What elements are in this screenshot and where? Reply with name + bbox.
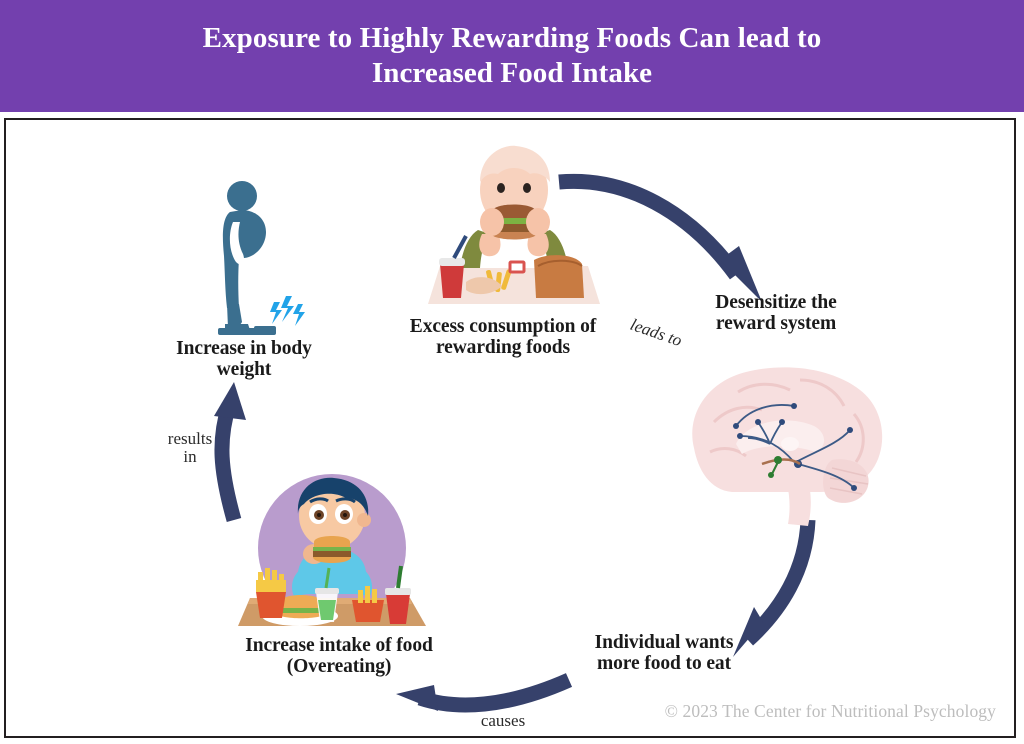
header-banner: Exposure to Highly Rewarding Foods Can l… bbox=[0, 0, 1024, 112]
arrow-label-results-in: results in bbox=[167, 429, 213, 467]
impact-bolt-icon bbox=[270, 296, 305, 326]
copyright-credit: © 2023 The Center for Nutritional Psycho… bbox=[664, 701, 996, 721]
node-label-excess-consumption: Excess consumption of rewarding foods bbox=[409, 316, 597, 359]
burger-held-icon bbox=[313, 536, 351, 563]
brain-reward-pathway-icon bbox=[674, 352, 904, 532]
drink-cup-center-icon bbox=[315, 567, 339, 622]
node-label-wants-more-food: Individual wants more food to eat bbox=[594, 632, 734, 675]
plate-burger-icon bbox=[277, 595, 325, 619]
man-eating-burger-icon bbox=[418, 138, 610, 316]
burger-icon bbox=[490, 204, 538, 240]
fries-box-right-icon bbox=[352, 586, 384, 622]
fries-box-left-icon bbox=[256, 568, 286, 618]
paper-bag-icon bbox=[534, 255, 584, 298]
arrow-label-causes: causes bbox=[480, 711, 526, 730]
node-label-increase-intake: Increase intake of food (Overeating) bbox=[245, 635, 433, 678]
diagram-frame: Increase in body weight Excess consumpti… bbox=[4, 118, 1016, 738]
cycle-arrows-canvas bbox=[214, 173, 816, 713]
overweight-person-on-scale-icon bbox=[192, 178, 312, 338]
arrow-causes-shape bbox=[396, 673, 573, 713]
soda-cup-icon bbox=[439, 235, 468, 298]
page-title: Exposure to Highly Rewarding Foods Can l… bbox=[202, 21, 822, 89]
arrow-brain-to-wants-shape bbox=[733, 519, 816, 657]
arrow-results-in-shape bbox=[214, 382, 246, 523]
drink-cup-right-icon bbox=[385, 565, 411, 624]
node-label-desensitize-reward-system: Desensitize the reward system bbox=[715, 292, 837, 335]
arrow-leads-to-shape bbox=[558, 173, 762, 302]
boy-eating-fast-food-icon bbox=[234, 468, 430, 636]
node-label-increase-body-weight: Increase in body weight bbox=[176, 338, 312, 381]
